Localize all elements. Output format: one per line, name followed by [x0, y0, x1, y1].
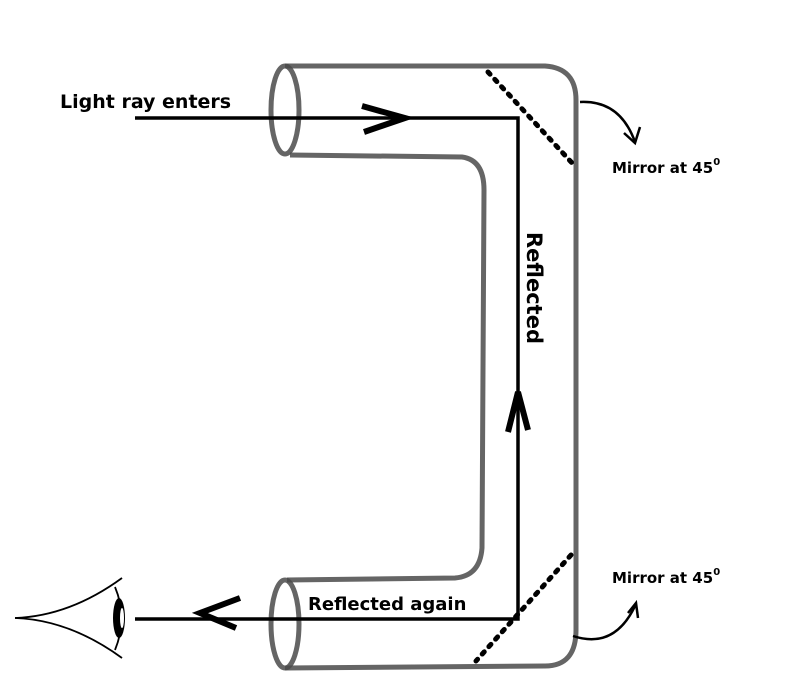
bottom-mirror-pointer-head	[627, 599, 640, 619]
eye-icon	[14, 577, 125, 659]
bottom-mirror-pointer-icon	[572, 603, 638, 641]
top-mirror-pointer-icon	[579, 100, 637, 143]
top-mirror	[485, 69, 576, 167]
reflected-label: Reflected	[522, 232, 546, 344]
bottom-mirror	[473, 552, 574, 664]
periscope-tube-inner	[286, 152, 487, 583]
reflected-again-label: Reflected again	[308, 594, 466, 615]
light-ray-path	[135, 116, 520, 621]
arrow-up-icon	[505, 391, 531, 433]
light-ray-enters-label: Light ray enters	[60, 91, 231, 113]
arrow-right-icon	[361, 103, 416, 135]
top-mirror-label: Mirror at 450	[612, 157, 720, 177]
top-mirror-pointer-head	[623, 126, 642, 146]
periscope-tube-outer	[284, 63, 579, 671]
top-opening	[268, 63, 302, 157]
bottom-opening	[268, 577, 302, 671]
arrow-left-icon	[191, 595, 242, 631]
bottom-mirror-label: Mirror at 450	[612, 567, 720, 587]
